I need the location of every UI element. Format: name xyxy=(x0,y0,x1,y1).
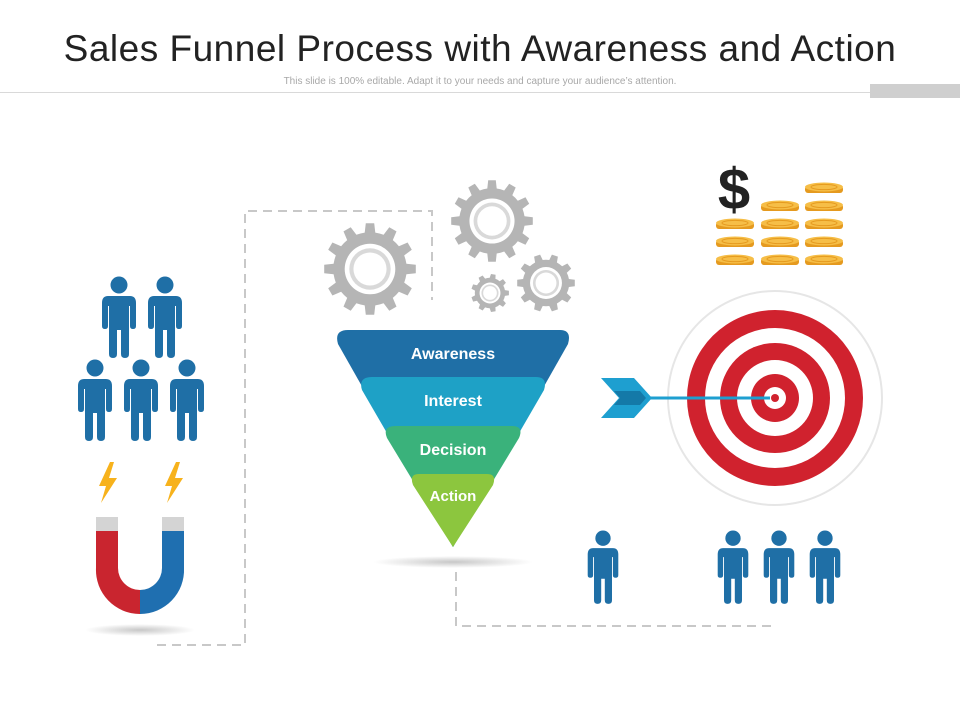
funnel-label-awareness: Awareness xyxy=(411,346,495,363)
page-subtitle: This slide is 100% editable. Adapt it to… xyxy=(283,76,677,87)
gear-icon xyxy=(517,254,575,312)
dashed-connector-bottom xyxy=(455,572,772,627)
funnel-label-interest: Interest xyxy=(424,393,482,410)
funnel-stage-action xyxy=(411,474,495,547)
dashed-connector-left xyxy=(157,210,433,646)
lightning-bolt-icon xyxy=(99,462,117,503)
funnel-label-action: Action xyxy=(430,488,477,505)
funnel-label-decision: Decision xyxy=(420,442,487,459)
people-group-icon xyxy=(717,530,841,604)
gear-icon xyxy=(324,223,416,315)
lightning-bolt-icon xyxy=(165,462,183,503)
page-title: Sales Funnel Process with Awareness and … xyxy=(63,28,897,69)
person-icon xyxy=(587,530,619,604)
header-accent-bar xyxy=(870,84,960,98)
dollar-sign-icon: $ xyxy=(718,157,750,222)
sales-funnel: Awareness Interest Decision Action xyxy=(337,330,569,568)
arrow-icon xyxy=(601,378,770,418)
header-divider xyxy=(0,92,870,93)
target-icon xyxy=(667,290,883,506)
gear-icon xyxy=(451,180,533,262)
people-group-icon xyxy=(78,276,204,441)
magnet-icon xyxy=(85,517,195,636)
gear-icon xyxy=(471,274,509,312)
